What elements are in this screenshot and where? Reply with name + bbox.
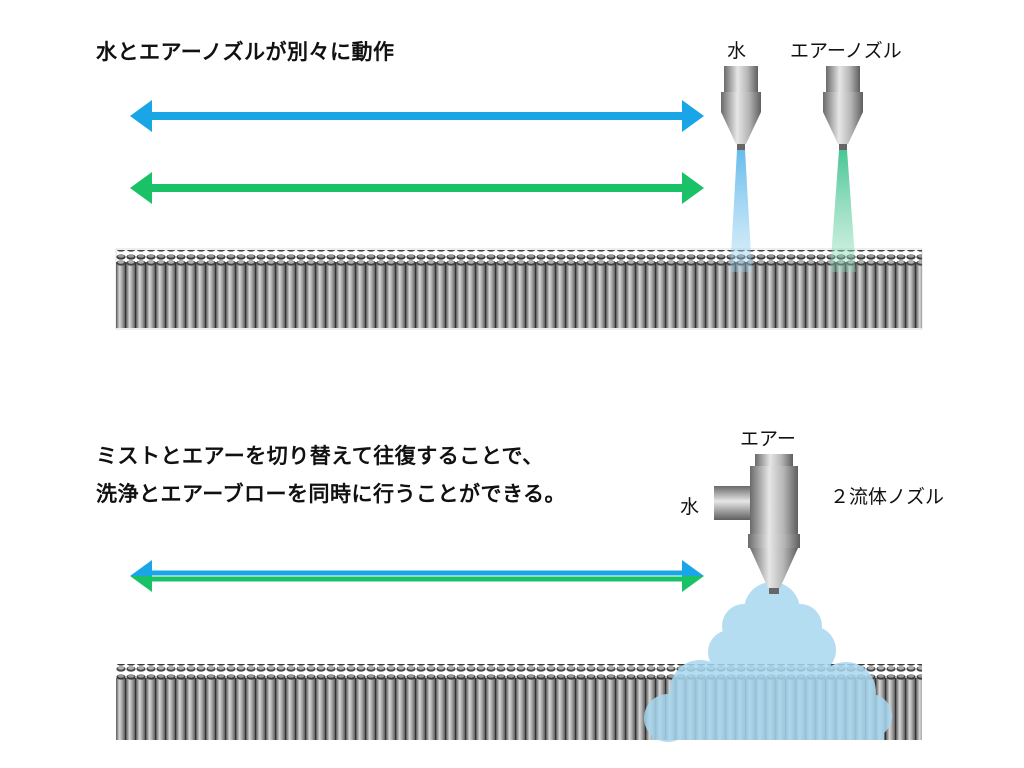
air-nozzle-icon <box>823 66 863 150</box>
mist-air-movement-arrow <box>130 560 704 592</box>
water-spray <box>730 150 752 272</box>
water-movement-arrow <box>130 100 704 132</box>
bottom-section-title-line1: ミストとエアーを切り替えて往復することで、 <box>96 444 544 468</box>
tube-array-top <box>115 248 923 330</box>
water-input-label: 水 <box>680 496 700 518</box>
mist-cloud <box>644 582 892 742</box>
bottom-section-title-line2: 洗浄とエアーブローを同時に行うことができる。 <box>96 482 567 506</box>
two-fluid-nozzle-icon <box>714 454 800 594</box>
water-nozzle-label: 水 <box>727 40 747 62</box>
air-spray <box>830 150 856 272</box>
air-input-label: エアー <box>740 428 796 450</box>
water-nozzle-icon <box>721 66 761 150</box>
air-nozzle-label: エアーノズル <box>790 40 902 62</box>
top-section-title: 水とエアーノズルが別々に動作 <box>96 40 395 64</box>
two-fluid-nozzle-label: ２流体ノズル <box>830 486 945 508</box>
air-movement-arrow <box>130 172 704 204</box>
